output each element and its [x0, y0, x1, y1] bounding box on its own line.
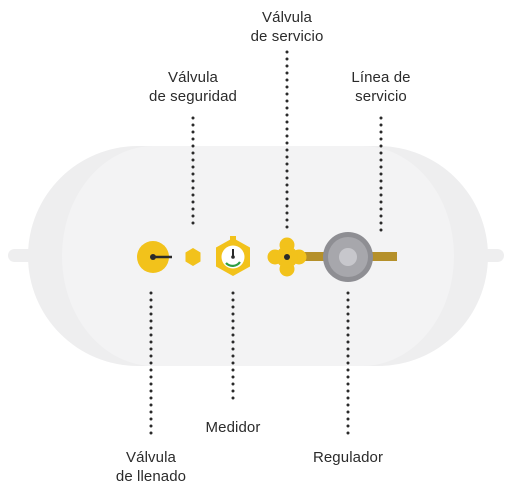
tank-body	[28, 146, 488, 366]
regulator-icon	[323, 232, 373, 282]
fill-valve-icon	[137, 241, 172, 273]
safety-valve-icon	[185, 248, 201, 266]
label-regulador: Regulador	[312, 449, 384, 466]
label-valvula-servicio: Válvula de servicio	[250, 9, 324, 45]
label-linea-servicio: Línea de servicio	[351, 69, 411, 105]
valve-connector	[298, 252, 330, 261]
label-medidor: Medidor	[205, 419, 261, 436]
leader-lines	[149, 50, 383, 442]
service-valve-icon	[267, 237, 307, 277]
gauge-icon	[216, 236, 250, 276]
label-valvula-seguridad: Válvula de seguridad	[149, 69, 237, 105]
label-valvula-llenado: Válvula de llenado	[115, 449, 187, 485]
service-line-icon	[362, 252, 397, 261]
